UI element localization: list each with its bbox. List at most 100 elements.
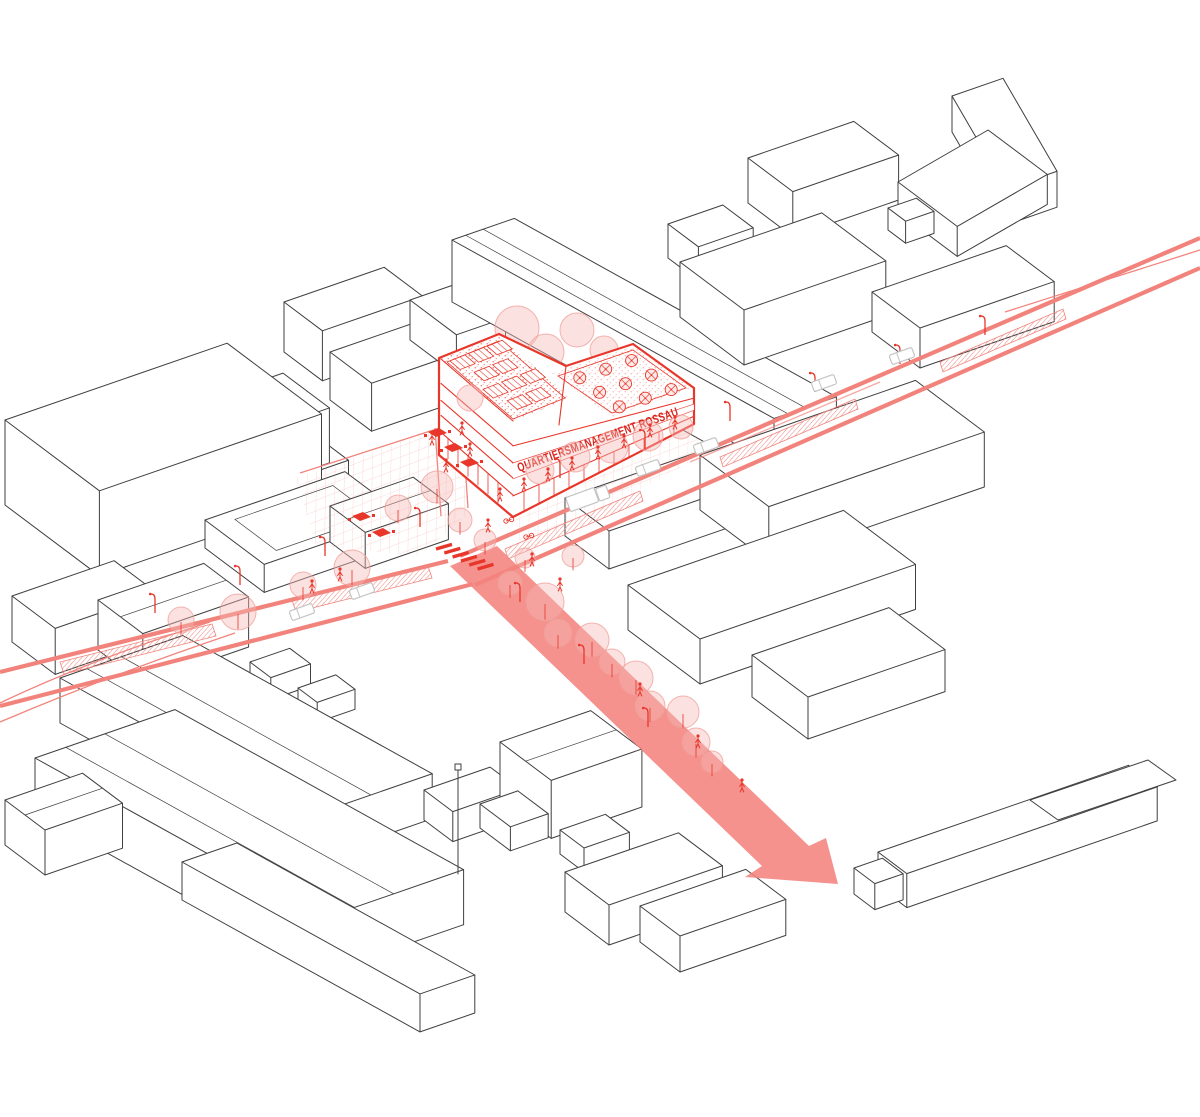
lamp-pole <box>235 565 241 585</box>
vehicle <box>692 437 720 455</box>
body <box>485 521 491 533</box>
car-body <box>810 374 838 392</box>
solar-panel-line <box>524 372 536 382</box>
crosswalk-bar <box>435 542 453 551</box>
table <box>352 512 371 521</box>
tree-canopy <box>632 420 664 452</box>
body <box>545 470 551 482</box>
building-edges <box>4 413 322 577</box>
lamp-head <box>413 506 417 510</box>
solar-panel-line <box>530 391 542 401</box>
building-edges <box>479 803 549 852</box>
vehicle <box>634 459 662 477</box>
building-block <box>871 245 1055 369</box>
building-block <box>479 790 549 852</box>
body <box>459 424 465 436</box>
windshield <box>896 352 901 363</box>
tree-canopy <box>219 593 257 631</box>
block-junction-edge <box>558 365 567 426</box>
body <box>497 490 503 502</box>
building-block <box>181 842 476 1033</box>
tree-canopies-front <box>167 384 724 777</box>
solar-panel-line <box>492 385 504 395</box>
body <box>739 781 745 793</box>
bicycle <box>503 516 515 524</box>
lamp-pole <box>415 507 421 527</box>
frame <box>505 519 512 522</box>
building-edges <box>751 649 946 740</box>
median-hatch-strip <box>939 308 1067 373</box>
table-set <box>348 512 375 521</box>
lamp-head <box>318 535 322 539</box>
body <box>621 437 627 449</box>
roof-tree-center <box>630 359 633 362</box>
solar-panel-line <box>502 360 514 370</box>
body <box>637 685 643 697</box>
pedestrian-figure <box>695 734 701 749</box>
floor-line <box>440 414 514 479</box>
building-edges <box>283 295 424 382</box>
floor-line <box>512 415 695 497</box>
lamp-pole <box>725 401 731 421</box>
body <box>529 555 535 567</box>
head <box>570 456 574 460</box>
building-block <box>887 197 935 244</box>
crosswalk-bar <box>460 554 478 563</box>
chair <box>448 430 451 433</box>
solar-panel-line <box>487 387 499 397</box>
street-lamp <box>638 428 646 449</box>
building-edges <box>897 173 1048 257</box>
head <box>444 458 448 462</box>
street-lamp <box>808 371 816 392</box>
direction-arrow <box>450 546 838 884</box>
lamp-pole <box>643 707 649 727</box>
building-edges <box>877 786 1158 909</box>
head <box>648 423 652 427</box>
street-main-south-edge <box>474 266 1200 587</box>
vehicle <box>888 347 916 365</box>
roof-tree-center <box>618 405 621 408</box>
head <box>696 734 700 738</box>
table-set <box>424 428 451 437</box>
car-body <box>288 603 316 621</box>
solar-panel <box>524 386 552 403</box>
building-block <box>751 607 946 740</box>
body <box>569 459 575 471</box>
crosswalk-bar <box>477 562 494 571</box>
body <box>443 461 449 473</box>
solar-panel-line <box>497 362 508 372</box>
head <box>338 567 342 571</box>
roof-front-edge <box>440 358 514 422</box>
pedestrian-figure <box>595 445 601 460</box>
lamp-pole <box>515 582 521 602</box>
pedestrian-figure <box>557 577 563 592</box>
wheel <box>523 534 529 540</box>
table-set <box>368 528 395 537</box>
solar-panel-line <box>491 343 503 354</box>
body <box>467 445 473 457</box>
pedestrian-figure <box>621 434 627 449</box>
frame <box>525 535 532 538</box>
lamp-head <box>723 400 727 404</box>
roof-tree-center <box>644 397 647 400</box>
pedestrian-figure <box>467 442 473 457</box>
street-west-south-edge <box>0 581 474 709</box>
table <box>428 428 447 437</box>
tree-canopy <box>559 312 595 348</box>
pedestrian-figure <box>337 567 343 582</box>
building-block <box>639 868 787 973</box>
lamp-head <box>978 314 982 318</box>
solar-panel <box>500 375 528 392</box>
car-body <box>348 582 376 600</box>
solar-panel <box>449 354 476 371</box>
windshield <box>818 379 823 390</box>
street-furniture <box>148 314 986 793</box>
table-set <box>456 458 483 467</box>
roof-tree-center <box>598 391 601 394</box>
lamp-pole <box>320 536 326 556</box>
solar-panel-line <box>506 379 518 390</box>
body <box>557 580 563 592</box>
lamp-pole <box>555 458 561 478</box>
building-edges <box>499 741 643 839</box>
